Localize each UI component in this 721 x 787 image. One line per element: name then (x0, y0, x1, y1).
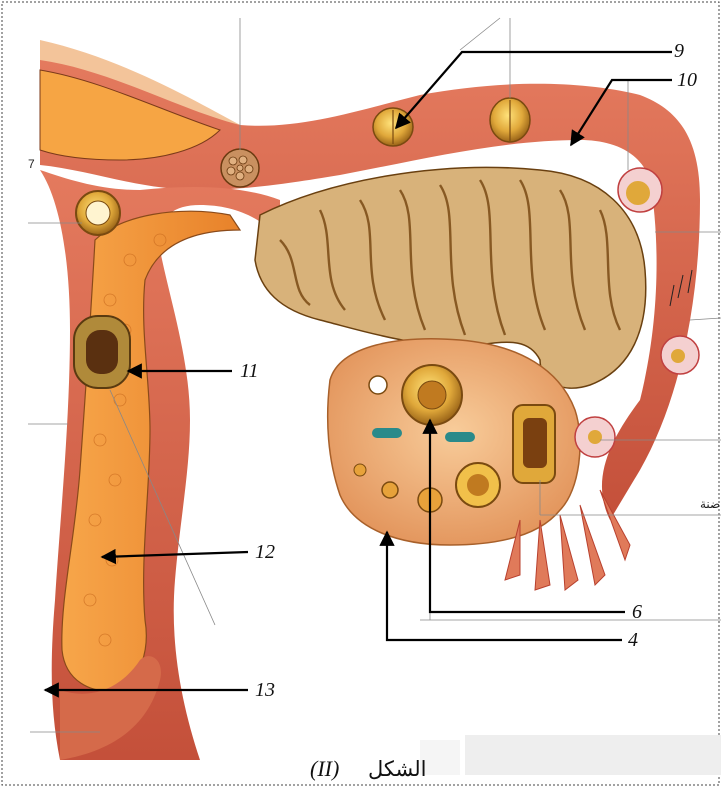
partial-label-text: ضنة (700, 497, 720, 511)
label-13: 13 (255, 679, 275, 701)
label-6: 6 (632, 601, 642, 623)
label-10: 10 (677, 69, 697, 91)
label-11: 11 (240, 360, 259, 382)
label-4: 4 (628, 629, 638, 651)
label-9: 9 (674, 40, 684, 62)
caption-shade (465, 735, 721, 775)
caption-number: (II) (310, 756, 339, 781)
label-12: 12 (255, 541, 275, 563)
caption-word: الشكل (368, 757, 426, 781)
label-7: 7 (28, 157, 35, 171)
